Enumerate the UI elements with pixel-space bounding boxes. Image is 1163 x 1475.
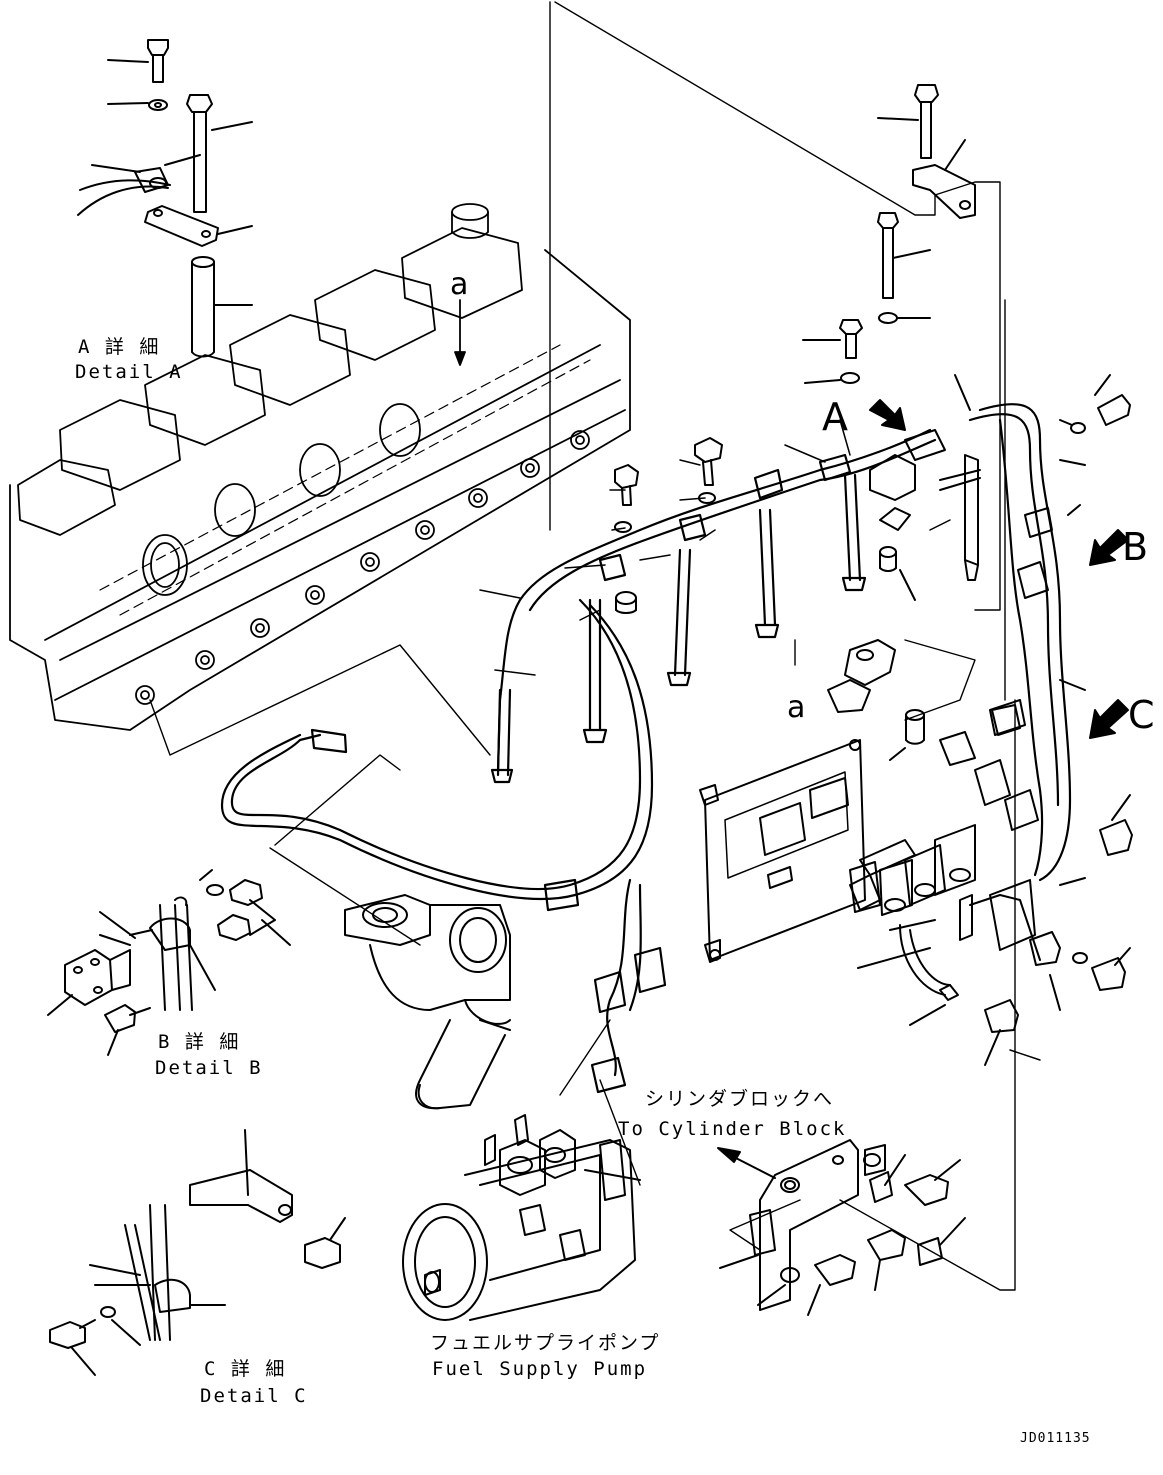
cylinder-block-en-label: To Cylinder Block	[618, 1118, 847, 1140]
arrow-b-icon	[1089, 529, 1129, 566]
view-label-b: B	[1122, 525, 1149, 569]
lower-right-hardware	[857, 794, 1133, 1066]
detail-a-en-label: Detail A	[75, 361, 183, 383]
ref-mark-a-mid: a	[787, 690, 806, 725]
cylinder-block-jp-label: シリンダブロックへ	[645, 1088, 835, 1110]
center-bolts	[614, 437, 723, 614]
view-label-a: A	[822, 395, 848, 439]
leader-lines	[479, 419, 1041, 1061]
fuel-pump-en-label: Fuel Supply Pump	[432, 1358, 648, 1380]
drawing-id: JD011135	[1020, 1431, 1091, 1446]
detail-b-parts	[47, 869, 291, 1056]
wire-harness	[220, 403, 1072, 1094]
reference-lines	[149, 1, 1016, 1291]
detail-c-en-label: Detail C	[200, 1385, 308, 1407]
cylinder-block-bracket	[717, 1139, 966, 1316]
detail-c-parts	[49, 1129, 346, 1376]
detail-a-parts	[77, 39, 253, 358]
view-label-c: C	[1128, 693, 1155, 737]
detail-b-jp-label: B 詳 細	[158, 1031, 241, 1053]
fuel-pump-jp-label: フュエルサプライポンプ	[430, 1332, 661, 1354]
arrow-c-icon	[1089, 699, 1129, 739]
ref-mark-a-top: a	[450, 267, 469, 302]
arrow-a-icon	[869, 399, 906, 431]
bracket-a-ref	[827, 639, 1039, 831]
view-arrow-marks	[869, 399, 1129, 739]
engine-cylinder-head	[9, 203, 631, 731]
water-outlet-housing	[344, 894, 511, 1110]
ecu-module	[699, 739, 976, 963]
detail-a-jp-label: A 詳 細	[78, 336, 161, 358]
detail-b-en-label: Detail B	[155, 1057, 263, 1079]
detail-c-jp-label: C 詳 細	[204, 1358, 287, 1380]
fuel-supply-pump	[402, 1114, 641, 1321]
upper-right-hardware	[802, 84, 1131, 736]
